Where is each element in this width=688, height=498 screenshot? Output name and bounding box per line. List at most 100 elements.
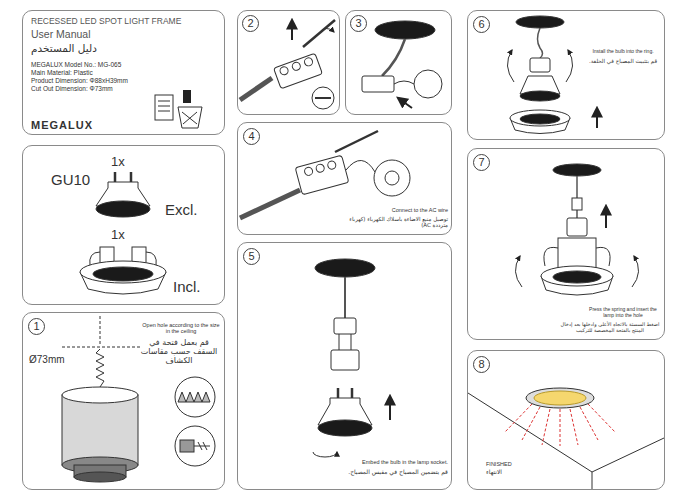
step-number-text: 5 xyxy=(248,251,254,262)
lamp-socket xyxy=(339,334,340,350)
step-panel: Embed the bulb in the lamp socket. قم بتض… xyxy=(237,242,452,490)
panel-text: قم بتثبيت المصباح في الحلقة. xyxy=(586,58,660,64)
panel-text: FINISHED xyxy=(486,461,512,467)
terminal-wiring xyxy=(312,87,334,109)
bulb-ring xyxy=(516,16,564,28)
step-number: 7 xyxy=(473,154,490,171)
terminal-wiring xyxy=(303,20,335,47)
hole-saw xyxy=(74,472,126,482)
hole-saw xyxy=(100,316,101,345)
bulb-ring xyxy=(566,50,573,82)
panel-text: 1x xyxy=(111,155,125,170)
terminal-wiring xyxy=(240,20,335,109)
ceiling-wiring xyxy=(414,70,442,98)
step-panel: FINISHEDالانتهاء8 xyxy=(467,350,665,490)
panel-text: قم بتضمين المصباح في مقبس المصباح. xyxy=(328,469,448,476)
finished-ceiling xyxy=(570,409,578,445)
panel-text: Open hole according to the size in the c… xyxy=(141,322,221,335)
terminal-wiring xyxy=(291,61,301,71)
ac-connection xyxy=(315,163,325,173)
lamp-socket xyxy=(337,388,340,398)
hole-saw xyxy=(62,395,138,465)
ac-connection xyxy=(240,131,410,218)
ac-connection xyxy=(335,131,378,152)
panel-text: Connect to the AC wire xyxy=(366,207,448,213)
ac-connection xyxy=(385,171,399,185)
step-panel: Install the bulb into the ring. قم بتثبيت… xyxy=(467,10,665,140)
product-panel: 1xGU10Excl.1xIncl. xyxy=(22,145,225,305)
ceiling-wiring xyxy=(382,39,405,76)
hole-saw xyxy=(180,440,194,452)
finished-ceiling xyxy=(468,388,664,489)
lamp-socket xyxy=(313,259,390,457)
bulb-ring xyxy=(520,91,560,101)
ceiling-wiring xyxy=(375,21,435,39)
panel-text: 1x xyxy=(111,228,125,243)
ac-connection xyxy=(240,190,300,218)
ceiling-wiring xyxy=(394,81,414,84)
step-number-text: 1 xyxy=(33,321,39,332)
finished-ceiling xyxy=(505,404,532,432)
bulb-ring xyxy=(520,114,560,124)
spring-insert xyxy=(632,256,639,287)
manual-icons xyxy=(158,111,170,112)
ceiling-wiring xyxy=(362,21,442,108)
hole-saw xyxy=(96,349,104,387)
panel-text: قم بعمل فتحة في السقف حسب مقاسات الكشاف xyxy=(137,338,221,366)
step-number: 6 xyxy=(473,16,490,33)
panel-text: Press the spring and insert the lamp int… xyxy=(586,307,660,319)
manual-icons xyxy=(178,107,202,128)
panel-text: توصيل منبع الاضاءة باسلاك الكهرباء (كهرب… xyxy=(346,216,448,229)
step-number: 5 xyxy=(243,248,260,265)
spot-frame xyxy=(80,261,166,283)
ac-connection xyxy=(295,155,349,194)
panel-text: Embed the bulb in the lamp socket. xyxy=(338,459,448,465)
gu10-bulb xyxy=(114,172,117,183)
panel-text: اضغط السستة بالاتجاه الأعلى وادخلها بعد … xyxy=(560,322,660,334)
spring-insert xyxy=(544,247,610,266)
gu10-bulb xyxy=(96,201,150,217)
terminal-wiring xyxy=(274,53,323,89)
lamp-socket xyxy=(334,318,356,334)
step-number: 4 xyxy=(243,128,260,145)
terminal-wiring xyxy=(291,20,293,40)
spring-insert xyxy=(553,164,601,176)
finished-ceiling xyxy=(588,404,615,432)
hole-saw xyxy=(175,426,215,466)
gu10-bulb xyxy=(130,172,133,183)
bulb-ring xyxy=(538,28,543,58)
panel-text: User Manual xyxy=(31,28,91,40)
step-number-text: 3 xyxy=(355,18,361,29)
ac-connection xyxy=(304,166,314,176)
manual-icons xyxy=(158,101,170,102)
step-number-text: 4 xyxy=(248,131,254,142)
ac-connection xyxy=(346,160,375,172)
hole-saw xyxy=(175,377,215,417)
ac-connection xyxy=(374,160,410,196)
panel-text: Install the bulb into the ring. xyxy=(586,49,660,55)
gu10-bulb xyxy=(96,172,150,217)
step-number: 2 xyxy=(242,15,259,32)
panel-text: Cut Out Dimension: Φ73mm xyxy=(31,85,113,92)
bulb-ring xyxy=(596,108,598,128)
finished-ceiling xyxy=(522,407,540,440)
step-panel: Press the spring and insert the lamp int… xyxy=(467,148,665,340)
spot-frame xyxy=(80,247,166,294)
spring-insert xyxy=(515,164,638,295)
spring-insert xyxy=(553,271,601,283)
manual-icons xyxy=(183,90,191,103)
panel-text: RECESSED LED SPOT LIGHT FRAME xyxy=(31,17,181,27)
hole-saw xyxy=(178,392,210,402)
finished-ceiling xyxy=(505,404,615,446)
terminal-wiring xyxy=(318,28,334,34)
finished-ceiling xyxy=(534,391,586,405)
manual-icons xyxy=(155,95,173,120)
terminal-wiring xyxy=(274,53,323,89)
step-number: 8 xyxy=(473,356,490,373)
finished-ceiling xyxy=(560,409,561,446)
step-panel: Connect to the AC wire توصيل منبع الاضاءة… xyxy=(237,122,452,235)
lamp-socket xyxy=(351,334,352,350)
